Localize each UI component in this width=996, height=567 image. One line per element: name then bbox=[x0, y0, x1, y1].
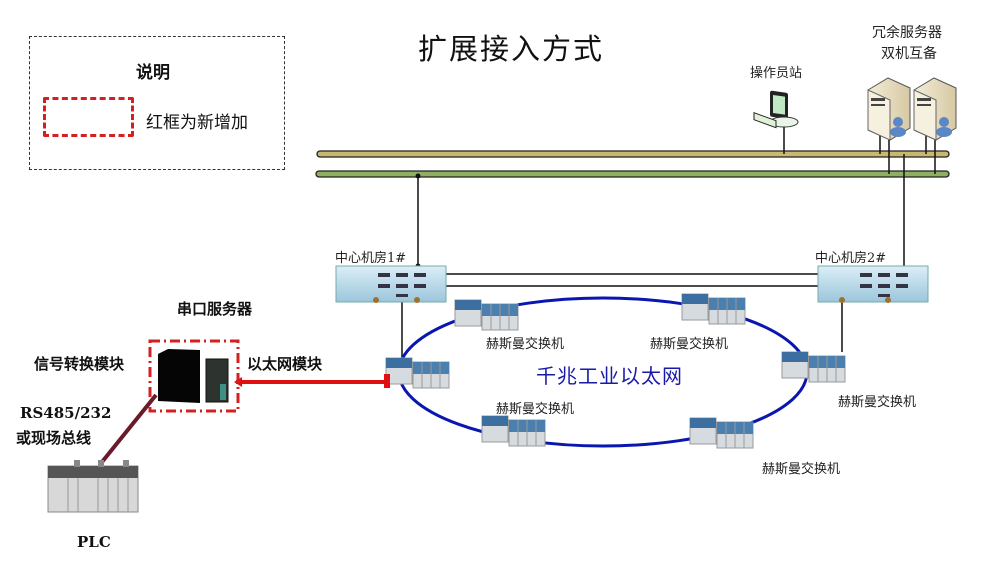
room2-label: 中心机房2# bbox=[815, 251, 887, 266]
hirschmann-switch-icon[interactable] bbox=[689, 417, 754, 449]
hirschmann-switch-icon[interactable] bbox=[385, 357, 450, 389]
hirschmann-switch-icon[interactable] bbox=[481, 415, 546, 447]
ethernet-module-icon[interactable] bbox=[205, 358, 229, 403]
serial-server-title: 串口服务器 bbox=[177, 300, 253, 318]
ethernet-link-end bbox=[384, 374, 390, 388]
servers-label-line1: 冗余服务器 bbox=[872, 25, 942, 41]
operator-station-label: 操作员站 bbox=[750, 66, 803, 81]
plc-icon[interactable] bbox=[47, 460, 139, 513]
legend-heading: 说明 bbox=[136, 63, 170, 83]
ethernet-module-label: 以太网模块 bbox=[247, 355, 323, 373]
core-switch-room1-icon[interactable] bbox=[335, 265, 447, 303]
junction-dot bbox=[415, 173, 421, 179]
legend-box bbox=[29, 36, 285, 170]
legend-item-text: 红框为新增加 bbox=[146, 113, 248, 133]
operator-station-icon[interactable] bbox=[753, 90, 799, 129]
hirschmann-switch-icon[interactable] bbox=[681, 293, 746, 325]
signal-conversion-label: 信号转换模块 bbox=[34, 355, 125, 373]
switch-label: 赫斯曼交换机 bbox=[496, 402, 575, 417]
plc-label: PLC bbox=[77, 533, 111, 551]
hirschmann-switch-icon[interactable] bbox=[781, 351, 846, 383]
ring-switches bbox=[385, 293, 846, 449]
core-switch-room2-icon[interactable] bbox=[817, 265, 929, 303]
ring-label: 千兆工业以太网 bbox=[536, 364, 683, 388]
room1-label: 中心机房1# bbox=[335, 251, 407, 266]
switch-label: 赫斯曼交换机 bbox=[486, 337, 565, 352]
bus-upper bbox=[316, 150, 950, 158]
signal-conversion-module-icon[interactable] bbox=[158, 349, 200, 403]
legend-red-box-sample bbox=[43, 97, 134, 137]
server-icon[interactable] bbox=[867, 77, 911, 141]
bus-lower bbox=[315, 170, 950, 178]
server-icon[interactable] bbox=[913, 77, 957, 141]
servers-label-line2: 双机互备 bbox=[881, 46, 937, 62]
switch-label: 赫斯曼交换机 bbox=[838, 395, 917, 410]
hirschmann-switch-icon[interactable] bbox=[454, 299, 519, 331]
fieldbus-label-line2: 或现场总线 bbox=[16, 429, 92, 447]
switch-label: 赫斯曼交换机 bbox=[762, 462, 841, 477]
page-title: 扩展接入方式 bbox=[418, 32, 605, 66]
new-addition-box bbox=[148, 339, 240, 413]
fieldbus-link bbox=[100, 393, 158, 464]
switch-label: 赫斯曼交换机 bbox=[650, 337, 729, 352]
fieldbus-label-line1: RS485/232 bbox=[20, 404, 112, 422]
